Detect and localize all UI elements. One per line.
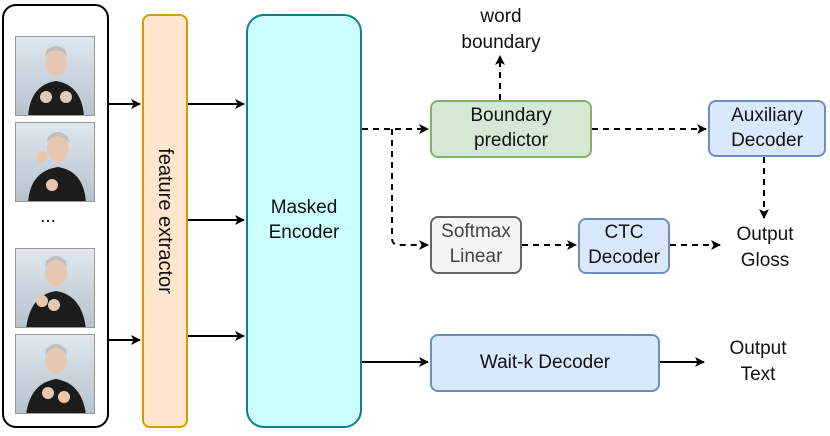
sign-frame-2 xyxy=(15,122,95,202)
feature-extractor-label: feature extractor xyxy=(154,148,176,294)
output-gloss-label: Output Gloss xyxy=(722,222,808,273)
output-gloss-line2: Gloss xyxy=(740,249,790,271)
waitk-decoder-label: Wait-k Decoder xyxy=(479,351,611,373)
boundary-predictor-line2: predictor xyxy=(474,130,548,151)
signer-figure xyxy=(26,344,86,413)
output-text-line2: Text xyxy=(740,363,776,385)
ctc-decoder-line2: Decoder xyxy=(588,247,660,268)
arrow-encoder-to-softmax xyxy=(391,129,429,250)
masked-encoder-line1: Masked xyxy=(270,197,338,219)
softmax-linear-block: Softmax Linear xyxy=(430,216,522,274)
auxiliary-decoder-block: Auxiliary Decoder xyxy=(708,100,826,157)
word-boundary-line1: word xyxy=(480,6,522,27)
output-gloss-line1: Output xyxy=(736,224,794,245)
boundary-predictor-line1: Boundary xyxy=(470,105,552,127)
signer-figure xyxy=(26,256,86,327)
ctc-decoder-line1: CTC xyxy=(604,222,644,244)
output-text-label: Output Text xyxy=(712,336,804,387)
word-boundary-label: word boundary xyxy=(446,4,556,55)
signer-figure xyxy=(28,46,84,115)
softmax-line: Softmax xyxy=(441,221,511,243)
auxiliary-decoder-line2: Decoder xyxy=(731,129,803,151)
sign-frame-4 xyxy=(15,334,95,414)
auxiliary-decoder-line1: Auxiliary xyxy=(731,104,803,126)
input-frames-panel xyxy=(2,4,109,428)
feature-extractor-block: feature extractor xyxy=(142,14,188,428)
masked-encoder-line2: Encoder xyxy=(268,222,340,243)
sign-frame-3 xyxy=(15,248,95,328)
signer-figure xyxy=(28,132,86,201)
linear-line: Linear xyxy=(449,246,503,267)
waitk-decoder-block: Wait-k Decoder xyxy=(430,334,660,392)
output-text-line1: Output xyxy=(729,338,787,359)
boundary-predictor-block: Boundary predictor xyxy=(430,100,592,158)
sign-frame-1 xyxy=(15,36,95,116)
ctc-decoder-block: CTC Decoder xyxy=(578,218,670,274)
masked-encoder-block: Masked Encoder xyxy=(246,14,362,428)
word-boundary-line2: boundary xyxy=(461,31,541,53)
frames-ellipsis: ... xyxy=(40,206,56,227)
